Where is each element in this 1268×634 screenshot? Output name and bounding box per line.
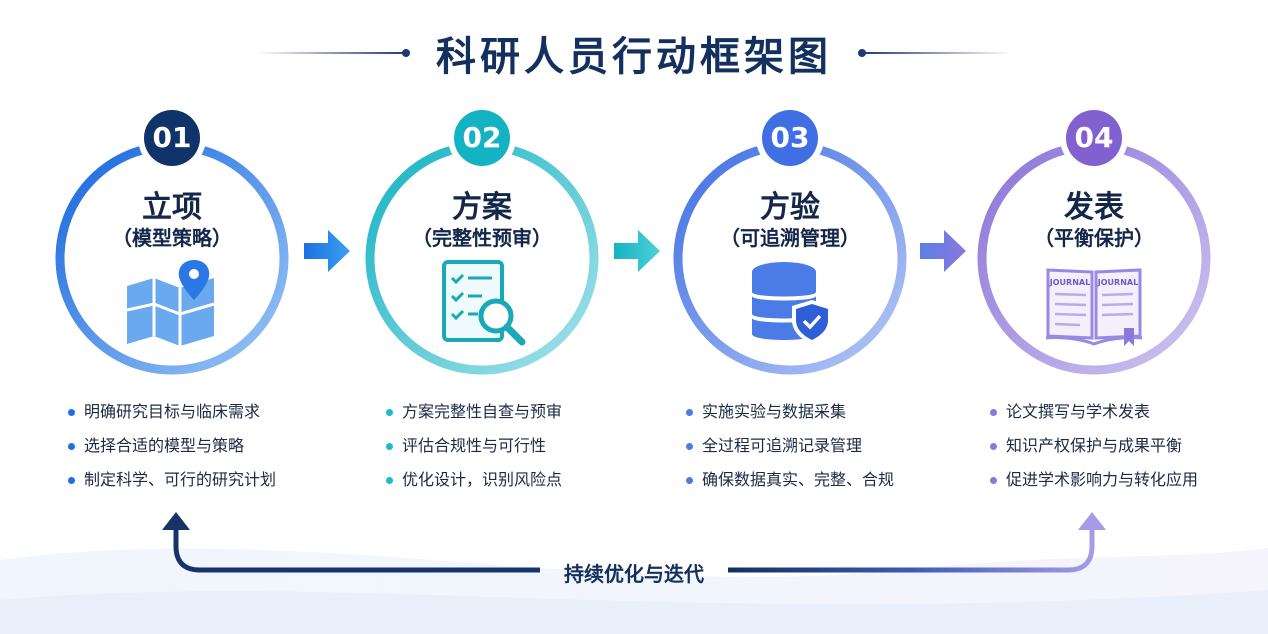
stage-4-subtitle: （平衡保护） [1034,226,1154,250]
page-title: 科研人员行动框架图 [436,34,832,80]
loop-label: 持续优化与迭代 [564,562,704,586]
journal-label-left: JOURNAL [1049,278,1090,287]
list-item: 选择合适的模型与策略 [68,434,276,468]
arrow-right-icon [920,230,966,272]
stage-3-number: 03 [762,110,818,166]
stage-1-subtitle: （模型策略） [112,226,232,250]
list-item: 论文撰写与学术发表 [990,400,1198,434]
title-decor-right [858,49,1012,57]
list-item: 实施实验与数据采集 [686,400,894,434]
title-decor-left [256,49,410,57]
journal-book-icon: JOURNAL JOURNAL [1044,258,1144,348]
loop-arrow-up-right-icon [1078,512,1106,530]
stage-2-bullets: 方案完整性自查与预审 评估合规性与可行性 优化设计，识别风险点 [386,400,562,502]
title-row: 科研人员行动框架图 [0,24,1268,82]
stage-3-bullets: 实施实验与数据采集 全过程可追溯记录管理 确保数据真实、完整、合规 [686,400,894,502]
checklist-magnifier-icon [432,258,532,348]
stage-1-number: 01 [144,110,200,166]
list-item: 促进学术影响力与转化应用 [990,468,1198,502]
list-item: 知识产权保护与成果平衡 [990,434,1198,468]
list-item: 全过程可追溯记录管理 [686,434,894,468]
journal-label-right: JOURNAL [1097,278,1138,287]
list-item: 明确研究目标与临床需求 [68,400,276,434]
list-item: 确保数据真实、完整、合规 [686,468,894,502]
stage-4-title: 发表 [1064,190,1124,225]
stage-1-title: 立项 [142,190,202,225]
stage-2-subtitle: （完整性预审） [412,226,552,250]
list-item: 评估合规性与可行性 [386,434,562,468]
stage-3-subtitle: （可追溯管理） [720,226,860,250]
database-shield-icon [740,258,840,348]
stage-2-title: 方案 [452,190,512,225]
list-item: 优化设计，识别风险点 [386,468,562,502]
list-item: 方案完整性自查与预审 [386,400,562,434]
map-pin-icon [122,258,222,348]
arrow-right-icon [614,230,660,272]
stage-4-number: 04 [1066,110,1122,166]
stage-1-bullets: 明确研究目标与临床需求 选择合适的模型与策略 制定科学、可行的研究计划 [68,400,276,502]
stage-4-bullets: 论文撰写与学术发表 知识产权保护与成果平衡 促进学术影响力与转化应用 [990,400,1198,502]
stage-2-number: 02 [454,110,510,166]
list-item: 制定科学、可行的研究计划 [68,468,276,502]
arrow-right-icon [304,230,350,272]
loop-arrow-up-left-icon [162,512,190,530]
stage-3-title: 方验 [760,190,820,225]
